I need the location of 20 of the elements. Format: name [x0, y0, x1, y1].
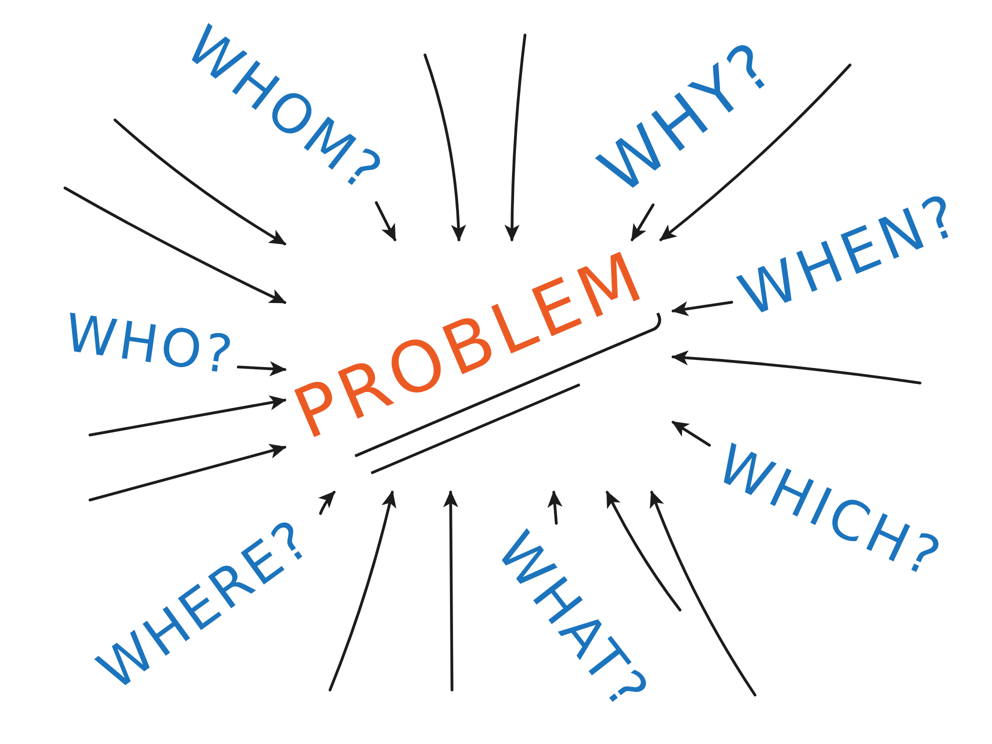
arrow: [671, 350, 922, 384]
arrow: [374, 201, 396, 242]
arrow: [630, 204, 654, 242]
arrow: [650, 490, 756, 696]
arrow: [672, 420, 711, 447]
arrow: [606, 490, 682, 612]
arrow: [64, 186, 286, 304]
arrow: [659, 64, 852, 242]
arrow: [88, 444, 286, 502]
question-word: WHO?: [62, 307, 238, 383]
arrow: [443, 490, 458, 692]
arrow: [88, 395, 286, 436]
arrow: [547, 490, 562, 525]
arrow: [504, 34, 526, 242]
arrow: [236, 361, 286, 376]
arrow: [114, 118, 286, 246]
arrow: [318, 490, 336, 515]
arrow: [424, 54, 466, 242]
arrow: [671, 300, 734, 316]
arrow: [328, 490, 396, 692]
